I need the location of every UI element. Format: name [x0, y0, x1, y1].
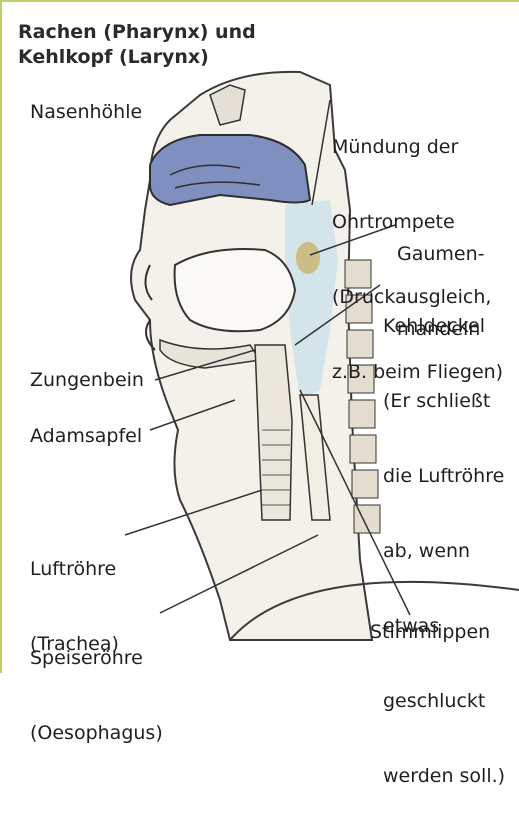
label-speiseroehre-line-1: Speiseröhre [30, 646, 163, 671]
label-kehldeckel-line-2: (Er schließt [383, 389, 505, 414]
label-luftroehre-line-1: Luftröhre [30, 557, 119, 582]
label-kehldeckel-line-3: die Luftröhre [383, 464, 505, 489]
label-kehldeckel-line-7: werden soll.) [383, 764, 505, 789]
nasal-cavity-shape [150, 135, 310, 205]
label-nasenhoehle: Nasenhöhle [30, 100, 142, 125]
label-kehldeckel-line-4: ab, wenn [383, 539, 505, 564]
tonsil-shape [296, 242, 320, 274]
label-muendung-line-1: Mündung der [332, 135, 503, 160]
label-kehldeckel-line-1: Kehldeckel [383, 314, 505, 339]
label-kehldeckel-line-6: geschluckt [383, 689, 505, 714]
label-speiseroehre: Speiseröhre (Oesophagus) [30, 596, 163, 771]
tongue-shape [175, 249, 295, 331]
label-zungenbein: Zungenbein [30, 368, 144, 393]
label-stimmlippen: Stimmlippen [370, 620, 490, 645]
label-adamsapfel: Adamsapfel [30, 424, 142, 449]
label-speiseroehre-line-2: (Oesophagus) [30, 721, 163, 746]
larynx [255, 345, 292, 520]
label-kehldeckel: Kehldeckel (Er schließt die Luftröhre ab… [383, 264, 505, 814]
